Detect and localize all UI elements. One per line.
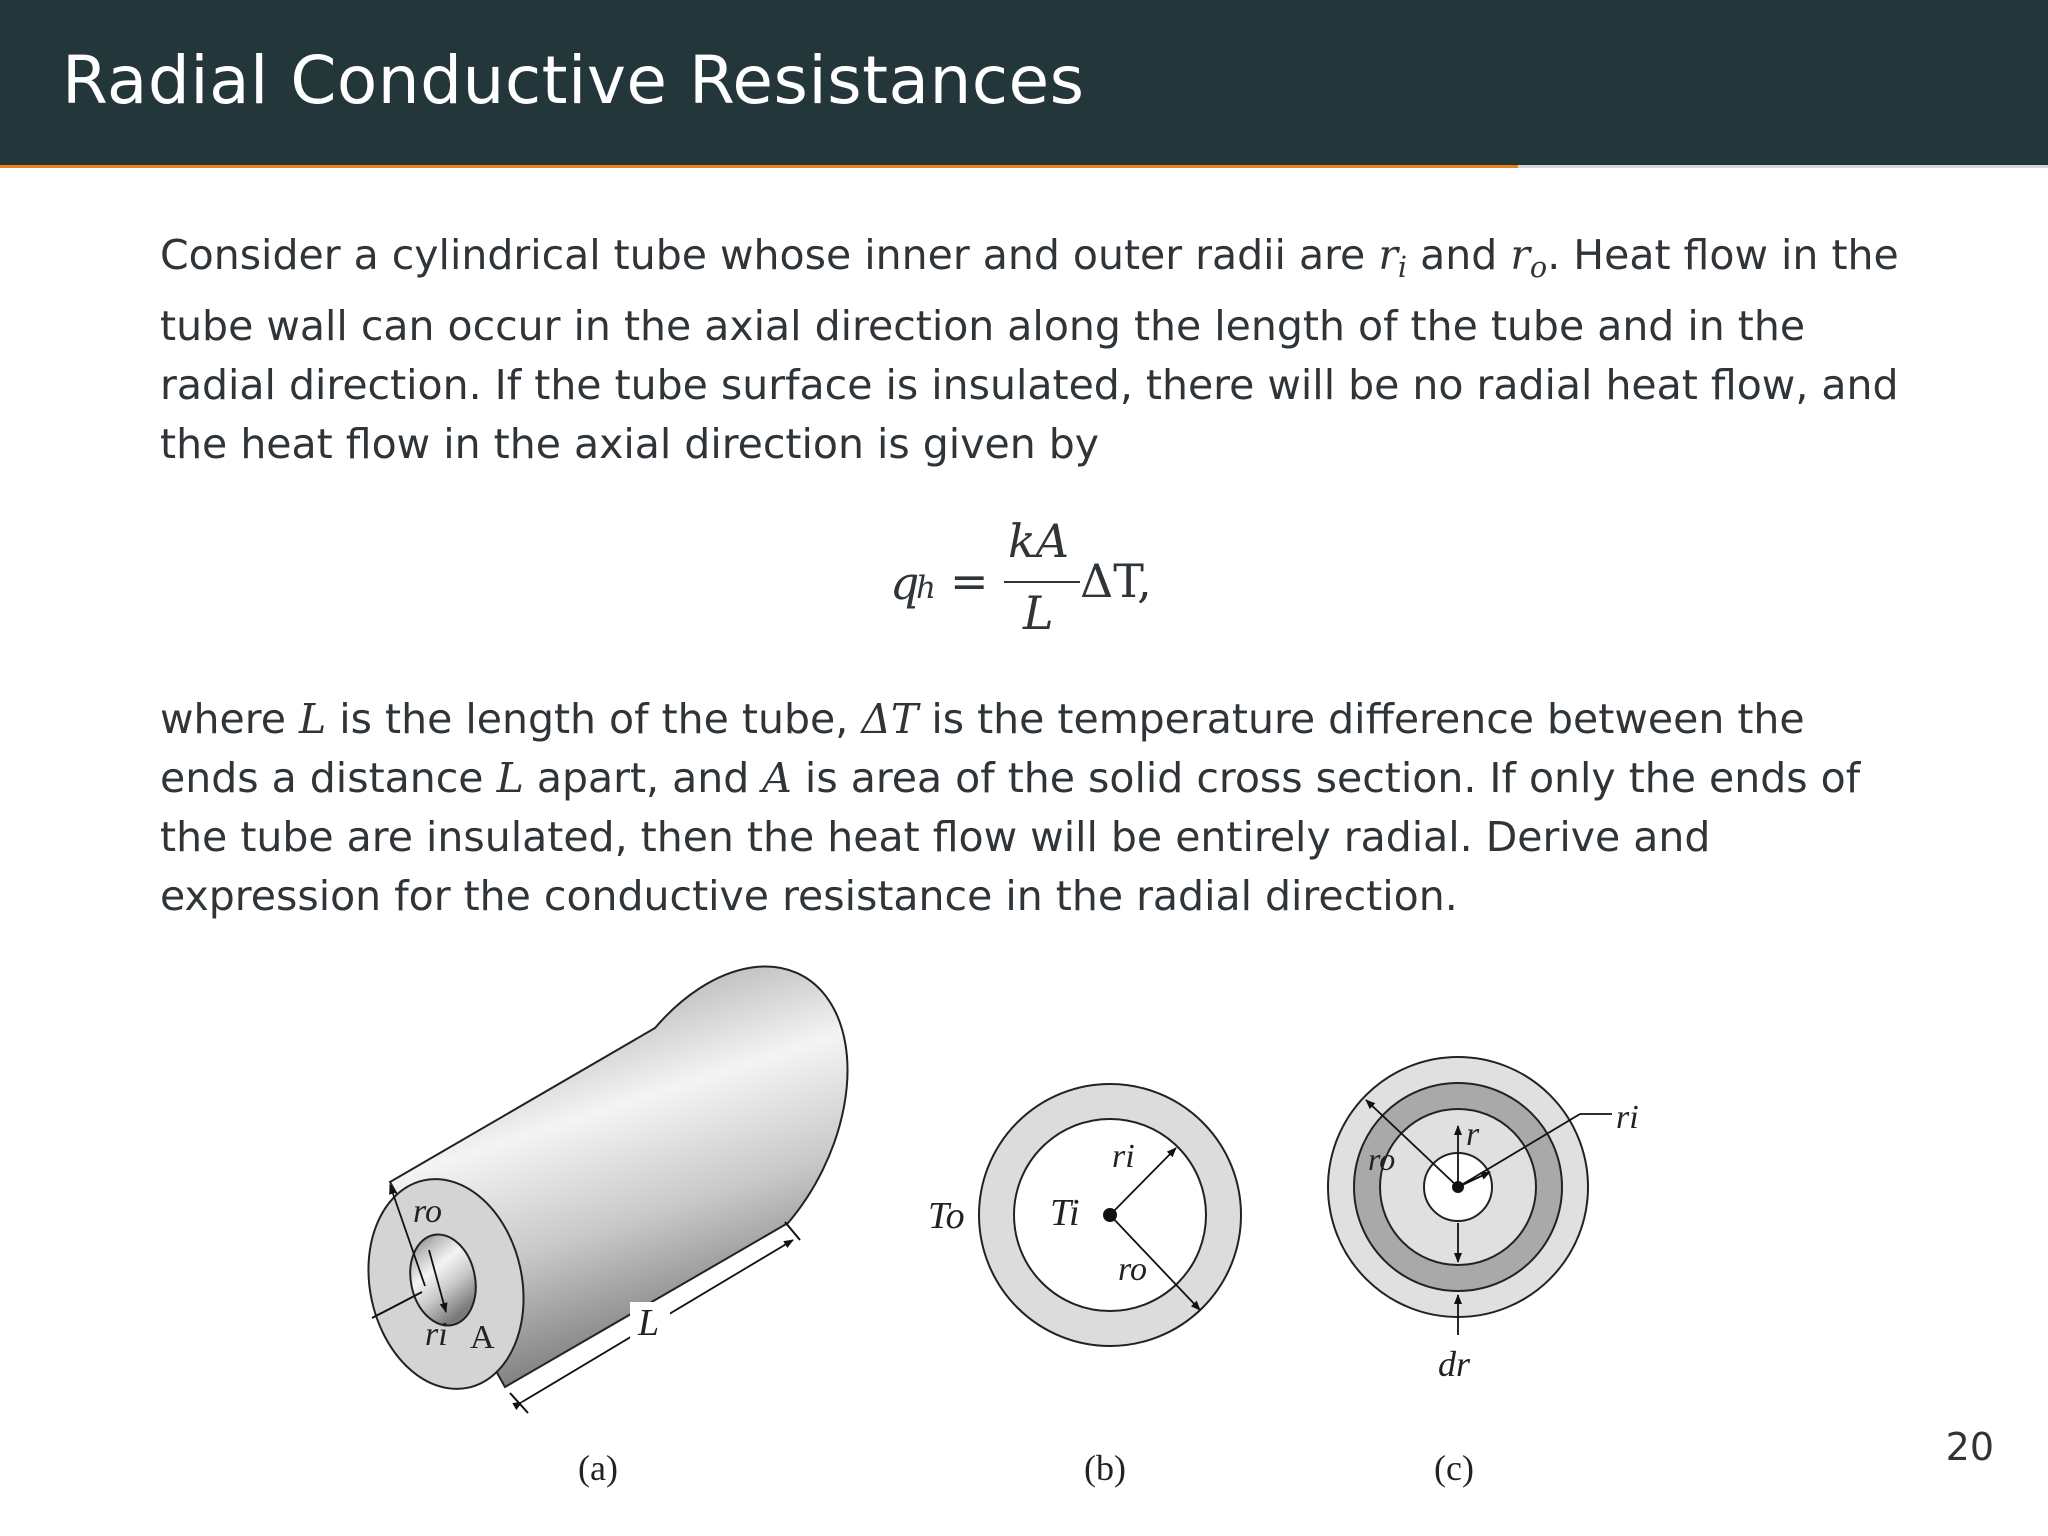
math-base: r [1510, 231, 1530, 279]
fig-b-To-label: To [928, 1195, 965, 1237]
fig-b-ro-label: ro [1118, 1251, 1147, 1288]
fig-a-length-label: L [637, 1302, 659, 1344]
math-ri: ri [1378, 231, 1407, 284]
fig-c-dr-label: dr [1438, 1344, 1471, 1384]
eq-fraction-bar [1004, 581, 1080, 583]
figure-c-rings [1327, 1056, 1612, 1335]
fig-a-ro-label: ro [413, 1193, 442, 1230]
text-run: is area of the solid cross section. If o… [160, 754, 1861, 920]
text-run: and [1407, 231, 1511, 279]
progress-track [1518, 165, 2048, 168]
text-run: where [160, 695, 299, 743]
fig-a-caption: (a) [578, 1448, 618, 1488]
page-number: 20 [1945, 1425, 1994, 1469]
eq-equals: = [950, 554, 989, 608]
paragraph-intro: Consider a cylindrical tube whose inner … [160, 226, 1900, 474]
fig-b-Ti-label: Ti [1050, 1192, 1080, 1234]
text-run: apart, and [523, 754, 763, 802]
fig-c-ri-label: ri [1616, 1099, 1639, 1136]
equation-axial-heat-flow: q h = kA L ΔT, [880, 514, 1180, 640]
math-A: A [762, 754, 792, 802]
fig-b-caption: (b) [1084, 1448, 1126, 1488]
figure-b-annulus [978, 1083, 1242, 1347]
fig-c-caption: (c) [1434, 1448, 1474, 1488]
text-run: is the temperature difference between th… [160, 695, 1805, 802]
text-run: Consider a cylindrical tube whose inner … [160, 231, 1379, 279]
fig-a-area-label: A [470, 1319, 495, 1356]
math-deltaT: ΔT [861, 695, 919, 743]
paragraph-explanation: where L is the length of the tube, ΔT is… [160, 690, 1900, 926]
math-base: r [1378, 231, 1398, 279]
fig-c-r-label: r [1466, 1116, 1480, 1153]
eq-lhs-base: q [890, 556, 920, 610]
progress-bar [0, 165, 1518, 168]
fig-c-ro-label: ro [1368, 1141, 1395, 1177]
eq-tail-text: ΔT, [1080, 554, 1152, 608]
eq-numerator: kA [1008, 514, 1070, 568]
math-subscript: i [1397, 250, 1408, 285]
math-L: L [298, 695, 327, 743]
eq-lhs-sub: h [916, 570, 936, 606]
eq-denominator: L [1023, 586, 1054, 640]
fig-b-ri-label: ri [1112, 1138, 1135, 1175]
fig-a-ri-label: ri [425, 1316, 448, 1353]
text-run: . Heat flow in the tube wall can occur i… [160, 231, 1899, 469]
figure-a-cylinder [367, 965, 849, 1414]
math-subscript: o [1529, 250, 1548, 285]
math-L: L [496, 754, 524, 802]
title-bar: Radial Conductive Resistances [0, 0, 2048, 165]
text-run: is the length of the tube, [326, 695, 862, 743]
slide-title: Radial Conductive Resistances [62, 42, 1085, 119]
math-ro: ro [1510, 231, 1547, 284]
